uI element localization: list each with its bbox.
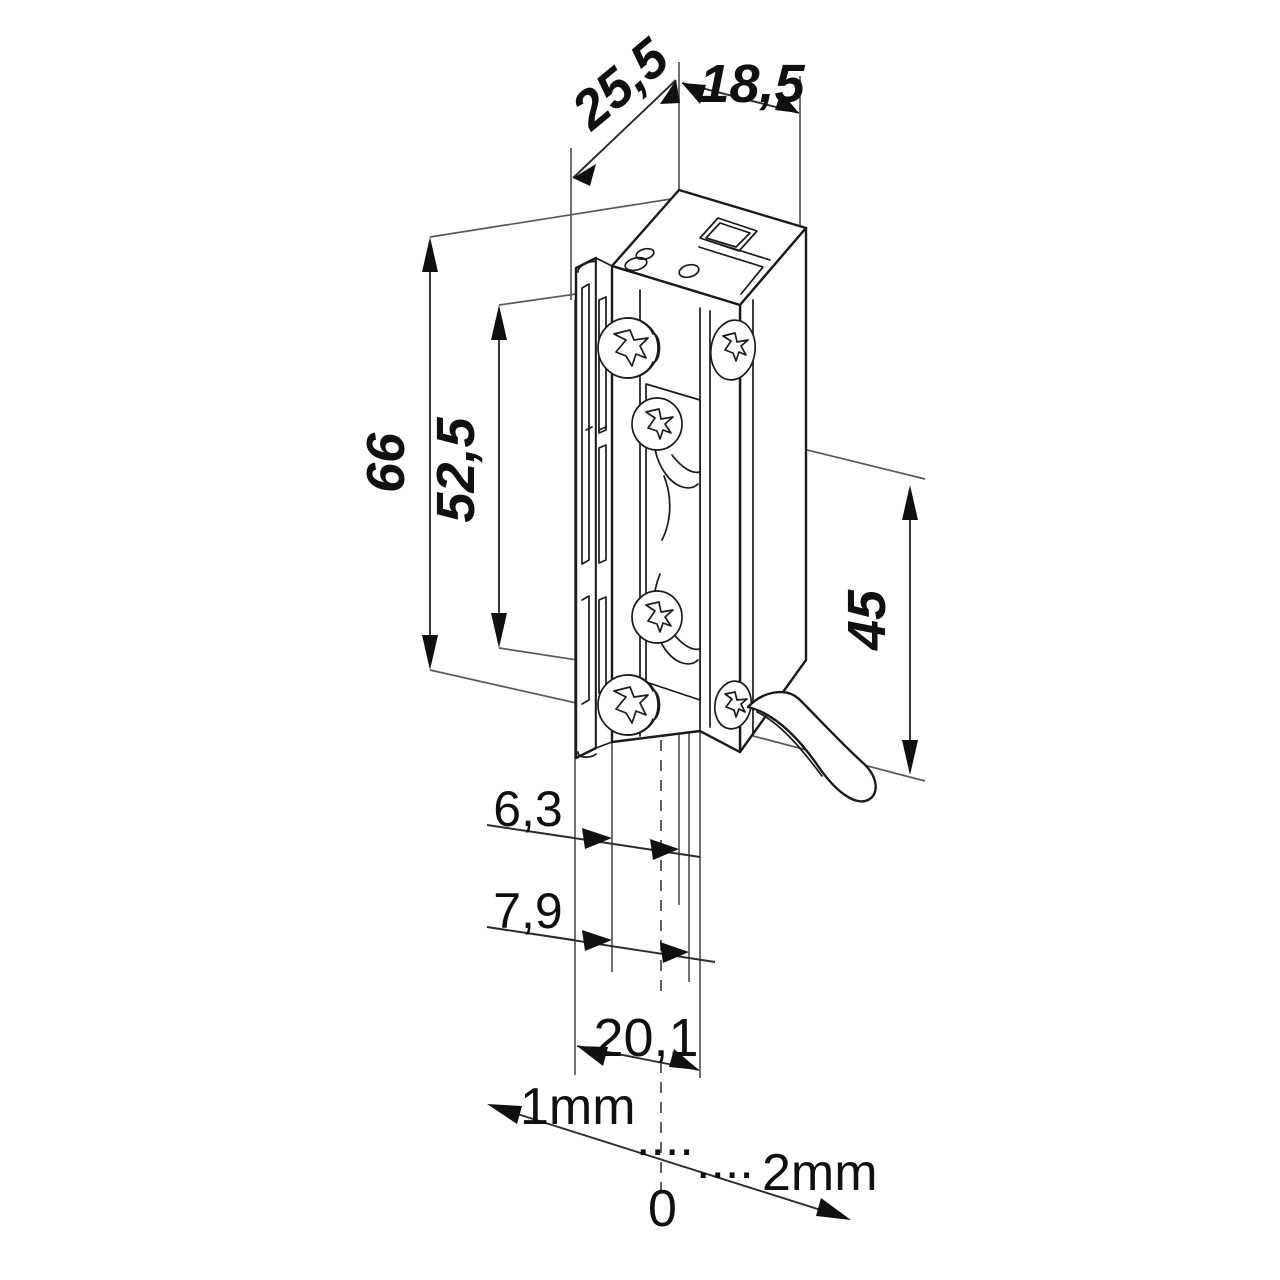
faceplate-slot-lower [598, 444, 607, 564]
dimline-25-5 [572, 79, 677, 179]
label-width-18-5: 18,5 [699, 54, 805, 114]
label-height-66: 66 [356, 432, 416, 493]
arrowhead-45-top [902, 485, 918, 520]
arrowhead-45-bottom [902, 740, 918, 775]
arrowhead-25-5-left [573, 164, 596, 186]
scale-left-label: 1mm [520, 1078, 636, 1136]
label-offset-7-9: 7,9 [493, 883, 563, 939]
dimline-scale [491, 1105, 847, 1219]
faceplate-groove [581, 595, 590, 705]
arrowhead-66-top [422, 237, 438, 272]
label-depth-25-5: 25,5 [560, 27, 681, 142]
arrowhead-scale-right [816, 1198, 851, 1220]
arrowhead-52-5-bottom [491, 613, 507, 648]
housing-top-ridge [698, 246, 764, 295]
faceplate-slot-div1 [598, 426, 607, 431]
label-offset-6-3: 6,3 [493, 781, 563, 837]
top-recess-inner [705, 222, 751, 248]
scale-right-label: 2mm [762, 1144, 878, 1202]
phillips-cross-1 [613, 329, 649, 367]
arrowhead-18-5-left [682, 83, 706, 104]
faceplate-slot-upper [598, 296, 607, 434]
phillips-cross-2 [722, 332, 749, 362]
scale-dots-right: .... [696, 1132, 754, 1190]
ext-66-top [429, 195, 691, 238]
arrowhead-20-1-right [669, 1049, 699, 1070]
scale-zero-label: 0 [648, 1180, 677, 1238]
top-hole-2 [635, 247, 655, 261]
screw-lower-middle [631, 590, 683, 644]
keeper-detail-1 [671, 454, 701, 474]
arrowhead-7-9-right [660, 942, 689, 963]
screw-middle [631, 397, 683, 451]
phillips-cross-5 [613, 686, 649, 724]
scale-dots-left: .... [636, 1109, 694, 1167]
label-faceplate-20-1: 20,1 [593, 1008, 698, 1068]
faceplate-slot-outer [581, 283, 590, 565]
phillips-cross-3 [645, 408, 674, 440]
top-recess-outer [699, 217, 758, 252]
screw-lever-pivot [713, 680, 753, 730]
faceplate-bottom-round [577, 751, 597, 758]
arrowhead-6-3-right [650, 839, 679, 860]
arrowhead-7-9-left [582, 930, 612, 951]
arrowhead-18-5-right [775, 92, 799, 113]
arrowhead-66-bottom [422, 635, 438, 670]
phillips-cross-4 [645, 601, 674, 633]
arrowhead-20-1-left [577, 1046, 608, 1066]
phillips-cross-6 [724, 691, 748, 718]
tolerance-scale-group: 1mm .... .... 2mm 0 [520, 1078, 878, 1238]
screw-lower-left [597, 674, 661, 736]
arrowhead-25-5-right [660, 80, 680, 104]
screw-upper-right [709, 319, 757, 381]
release-lever-inner [756, 711, 823, 777]
faceplate-top-round [577, 260, 597, 273]
keeper-cam-mid [661, 475, 671, 541]
door-strike-body [574, 188, 877, 803]
top-hole-1 [624, 256, 648, 272]
dimension-lines [422, 79, 918, 1220]
faceplate-front [574, 256, 598, 760]
label-height-52-5: 52,5 [426, 416, 486, 522]
arrowhead-52-5-top [491, 305, 507, 340]
release-lever [746, 691, 877, 803]
faceplate-slot-div2 [585, 426, 593, 431]
arrowhead-scale-left [487, 1104, 522, 1124]
arrowhead-6-3-left [582, 828, 612, 849]
housing-right-face [738, 226, 808, 754]
screw-upper-left [597, 317, 661, 379]
top-hole-3 [678, 263, 700, 279]
label-height-45: 45 [837, 589, 897, 651]
